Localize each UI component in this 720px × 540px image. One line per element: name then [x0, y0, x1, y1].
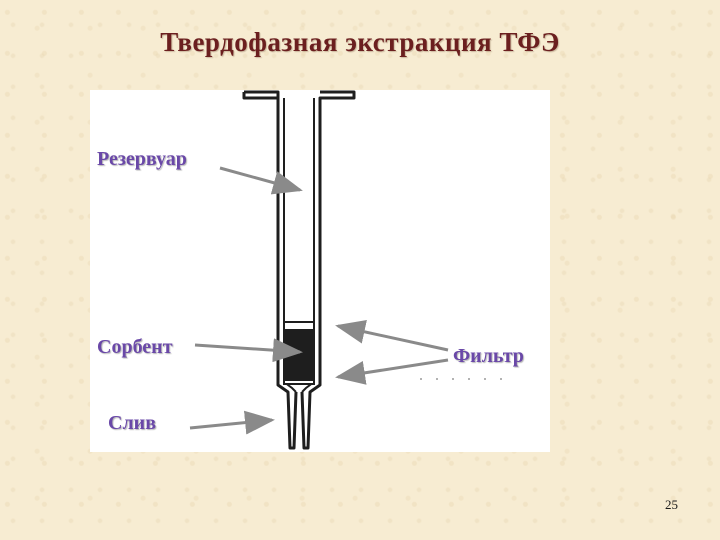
slide-title: Твердофазная экстракция ТФЭ: [160, 27, 560, 57]
reservoir-label: Резервуар: [97, 148, 187, 170]
top-frit: [283, 321, 315, 331]
filter-arrow-top: [335, 320, 449, 352]
reservoir-arrow: [219, 166, 303, 195]
sorbent-arrow: [194, 338, 303, 363]
sorbent-bed: [284, 330, 314, 380]
drain-label: Слив: [108, 412, 156, 434]
drain-arrow: [189, 410, 275, 435]
cartridge-outline: [242, 90, 356, 450]
bottom-frit: [283, 379, 315, 385]
page-number: 25: [665, 497, 678, 512]
sorbent-label: Сорбент: [97, 336, 173, 358]
filter-label: Фильтр: [453, 345, 524, 367]
filter-arrow-bottom: [335, 358, 449, 385]
